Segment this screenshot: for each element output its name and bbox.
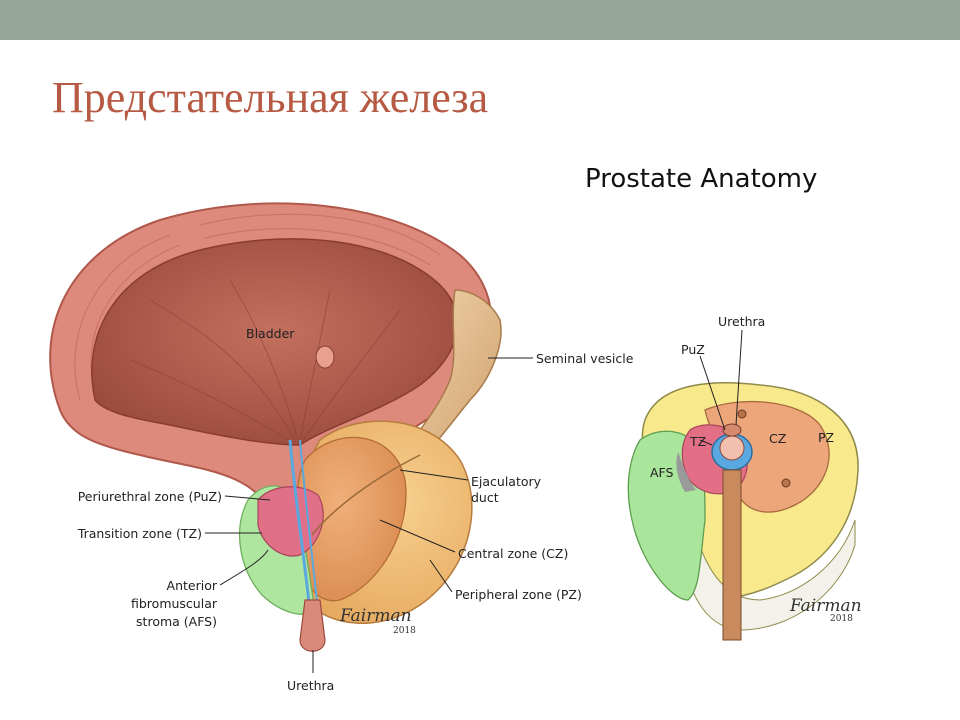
signature-left-year: 2018: [393, 626, 416, 636]
label-peripheral-zone: Peripheral zone (PZ): [455, 587, 582, 602]
label-seminal-vesicle: Seminal vesicle: [536, 351, 634, 366]
urethra-exit: [299, 599, 326, 652]
signature-right-year: 2018: [830, 614, 853, 624]
label-cz-right: CZ: [769, 431, 787, 446]
top-bar: [0, 0, 960, 40]
label-puz-right: PuZ: [681, 342, 705, 357]
ureteral-orifice: [315, 345, 335, 369]
label-tz-right: TZ: [690, 434, 707, 449]
signature-left-name: Fairman: [340, 606, 412, 626]
label-pz-right: PZ: [818, 430, 835, 445]
label-afs-3: stroma (AFS): [136, 614, 217, 629]
label-transition-zone: Transition zone (TZ): [77, 526, 202, 541]
label-ejaculatory-duct-2: duct: [471, 490, 499, 505]
label-periurethral-zone: Periurethral zone (PuZ): [77, 489, 222, 504]
figure-title: Prostate Anatomy: [585, 164, 818, 194]
label-urethra-left: Urethra: [287, 678, 335, 693]
signature-right-name: Fairman: [790, 596, 862, 616]
label-afs-right: AFS: [650, 465, 674, 480]
label-central-zone: Central zone (CZ): [458, 546, 569, 561]
bladder-lumen: [91, 238, 459, 446]
label-ejaculatory-duct-1: Ejaculatory: [471, 474, 542, 489]
label-afs-1: Anterior: [166, 578, 217, 593]
label-urethra-right: Urethra: [718, 314, 766, 329]
prostate-cross-section-illustration: [627, 329, 859, 641]
label-afs-2: fibromuscular: [131, 596, 217, 611]
ejaculatory-duct: [311, 454, 421, 536]
slide-title: Предстательная железа: [52, 73, 489, 122]
label-bladder: Bladder: [246, 326, 295, 341]
cross-urethra-tube: [722, 469, 742, 641]
